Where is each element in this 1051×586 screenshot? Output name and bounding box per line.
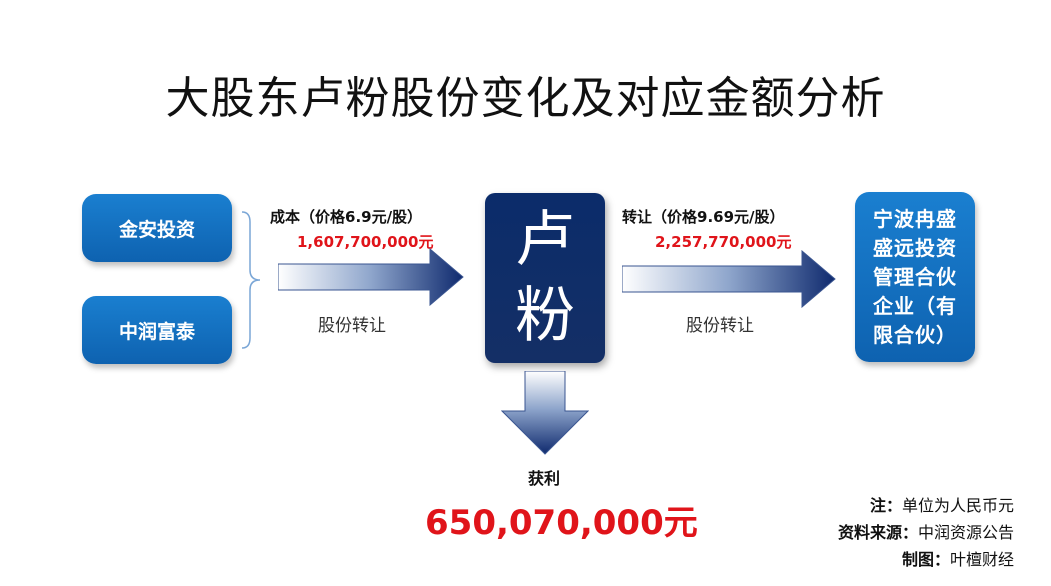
center-box-lufen: 卢 粉 xyxy=(485,193,605,363)
note-source: 资料来源：中润资源公告 xyxy=(837,523,1014,542)
destination-box-ningbo: 宁波冉盛盛远投资管理合伙企业（有限合伙） xyxy=(855,192,975,362)
profit-amount: 650,070,000元 xyxy=(425,503,698,543)
bracket-connector xyxy=(241,211,261,349)
center-char-2: 粉 xyxy=(515,281,575,351)
right-action-label: 股份转让 xyxy=(686,316,754,336)
left-action-label: 股份转让 xyxy=(318,316,386,336)
page-title: 大股东卢粉股份变化及对应金额分析 xyxy=(165,73,886,124)
right-arrow-icon xyxy=(622,250,836,308)
note-unit: 注：单位为人民币元 xyxy=(869,496,1014,515)
center-char-1: 卢 xyxy=(515,205,575,275)
right-price-label: 转让（价格9.69元/股） xyxy=(622,208,785,226)
right-amount: 2,257,770,000元 xyxy=(655,233,792,251)
source-box-jinan: 金安投资 xyxy=(82,194,232,262)
profit-label: 获利 xyxy=(528,469,561,488)
note-author: 制图：叶檀财经 xyxy=(901,550,1014,569)
notes-block: 注：单位为人民币元 资料来源：中润资源公告 制图：叶檀财经 xyxy=(838,492,1014,573)
down-arrow-icon xyxy=(501,371,589,455)
source-box-zhongrun: 中润富泰 xyxy=(82,296,232,364)
right-arrow-icon xyxy=(278,248,464,306)
left-price-label: 成本（价格6.9元/股） xyxy=(270,208,423,226)
left-amount: 1,607,700,000元 xyxy=(297,233,434,251)
